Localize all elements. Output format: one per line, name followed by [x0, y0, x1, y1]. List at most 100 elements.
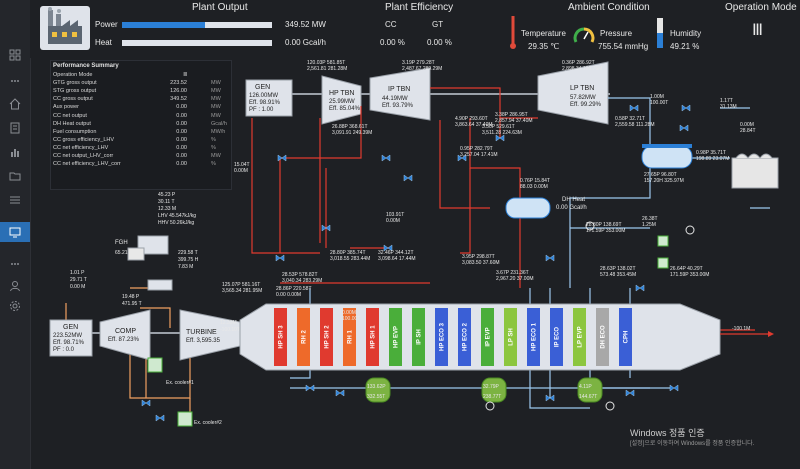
humidity-bar-icon	[657, 18, 663, 48]
stream-value: 0.00 0.00M	[276, 292, 301, 298]
hrsg-section[interactable]	[527, 308, 540, 366]
pump-icon[interactable]	[605, 401, 615, 411]
performance-row-unit: MW/h	[211, 128, 226, 135]
drum[interactable]	[365, 377, 391, 403]
valve-icon[interactable]	[625, 389, 635, 397]
stream-value: 157.20H 325.97M	[644, 178, 684, 184]
home-icon[interactable]	[7, 96, 23, 112]
valve-icon[interactable]	[141, 399, 151, 407]
hrsg-section[interactable]	[366, 308, 379, 366]
fgh-box[interactable]	[127, 247, 145, 261]
heat-exchanger-icon[interactable]	[177, 411, 193, 427]
user-icon[interactable]	[7, 278, 23, 294]
arrow-right-icon	[768, 331, 774, 337]
valve-icon[interactable]	[383, 244, 393, 252]
power-bar	[122, 22, 272, 28]
valve-icon[interactable]	[155, 414, 165, 422]
stream-value: 3.95P 298.87T	[462, 254, 495, 260]
hrsg-section[interactable]	[343, 308, 356, 366]
hrsg-section[interactable]	[481, 308, 494, 366]
valve-icon[interactable]	[681, 104, 691, 112]
valve-icon[interactable]	[277, 154, 287, 162]
drum[interactable]	[481, 377, 507, 403]
gear-icon[interactable]	[7, 298, 23, 314]
document-icon[interactable]	[7, 120, 23, 136]
hrsg-section[interactable]	[596, 308, 609, 366]
hrsg-section[interactable]	[573, 308, 586, 366]
hrsg-section[interactable]	[550, 308, 563, 366]
heat-exchanger-icon[interactable]	[657, 235, 669, 247]
hrsg-section[interactable]	[458, 308, 471, 366]
hrsg-section[interactable]	[320, 308, 333, 366]
pump-icon[interactable]	[585, 221, 595, 231]
compressor[interactable]	[99, 309, 151, 361]
lp-turbine[interactable]	[537, 61, 609, 125]
monitor-icon[interactable]	[0, 222, 30, 242]
gt-gen-title: GEN	[63, 324, 78, 331]
condenser[interactable]	[641, 145, 693, 169]
st-generator[interactable]	[245, 79, 293, 117]
folder-icon[interactable]	[7, 168, 23, 184]
list-icon[interactable]	[7, 192, 23, 208]
hrsg-section[interactable]	[435, 308, 448, 366]
fuel-info-3: LHV 45.547kJ/kg	[158, 213, 196, 219]
stream-value: 171.59P 353.00M	[586, 228, 625, 234]
stream-value: 0.76P 15.84T	[520, 178, 550, 184]
valve-icon[interactable]	[321, 224, 331, 232]
stream-value: 0.00M	[234, 168, 248, 174]
hrsg-section[interactable]	[297, 308, 310, 366]
more-icon[interactable]	[7, 256, 23, 272]
ex-cooler-2-label: Ex. cooler#2	[194, 420, 222, 426]
more-icon[interactable]	[7, 73, 23, 89]
stream-value: 0.36P 286.92T	[562, 60, 595, 66]
performance-row-value: 349.52	[170, 96, 187, 103]
performance-row-unit: %	[211, 144, 216, 151]
valve-icon[interactable]	[305, 384, 315, 392]
valve-icon[interactable]	[335, 389, 345, 397]
cooling-tower[interactable]	[731, 157, 779, 189]
dh-heat-title: DH Heat	[562, 197, 585, 203]
valve-icon[interactable]	[403, 174, 413, 182]
stream-value: 28.80P 385.74T	[330, 250, 366, 256]
hrsg-section[interactable]	[412, 308, 425, 366]
valve-icon[interactable]	[545, 254, 555, 262]
heat-exchanger-icon[interactable]	[147, 357, 163, 373]
hrsg-section[interactable]	[504, 308, 517, 366]
dashboard-icon[interactable]	[7, 47, 23, 63]
hrsg-section[interactable]	[274, 308, 287, 366]
drum[interactable]	[577, 377, 603, 403]
pump-icon[interactable]	[485, 401, 495, 411]
ip-turbine[interactable]	[369, 67, 431, 121]
hrsg-section[interactable]	[619, 308, 632, 366]
valve-icon[interactable]	[629, 104, 639, 112]
gt-generator[interactable]	[49, 319, 93, 357]
pump-icon[interactable]	[685, 225, 695, 235]
chart-icon[interactable]	[7, 144, 23, 160]
fuel-heater[interactable]	[137, 235, 169, 255]
stream-value: 3,565.34 281.95M	[222, 288, 262, 294]
fuel-info2-2: 7.83 M	[178, 264, 193, 270]
valve-icon[interactable]	[635, 284, 645, 292]
lp-tbn-title: LP TBN	[570, 85, 594, 92]
dh-heater[interactable]	[505, 197, 551, 219]
valve-icon[interactable]	[381, 154, 391, 162]
valve-icon[interactable]	[679, 124, 689, 132]
valve-icon[interactable]	[545, 394, 555, 402]
heat-exchanger-icon[interactable]	[657, 257, 669, 269]
air-info-2: 0.00 M	[70, 284, 85, 290]
stream-value: 103.91T	[386, 212, 404, 218]
combustor[interactable]	[147, 279, 173, 291]
performance-row-label: CC net efficiency_LHV_corr	[53, 161, 121, 168]
valve-icon[interactable]	[457, 154, 467, 162]
stream-value: 3,083.50 37.60M	[462, 260, 500, 266]
valve-icon[interactable]	[669, 384, 679, 392]
gt-gen-pf: PF : 0.0	[53, 347, 75, 353]
comp-out-0: 19.48 P	[122, 294, 140, 300]
performance-row-value: 0.00	[176, 104, 187, 111]
performance-row-label: Fuel consumption	[53, 128, 97, 135]
hrsg-section[interactable]	[389, 308, 402, 366]
valve-icon[interactable]	[495, 134, 505, 142]
valve-icon[interactable]	[275, 254, 285, 262]
